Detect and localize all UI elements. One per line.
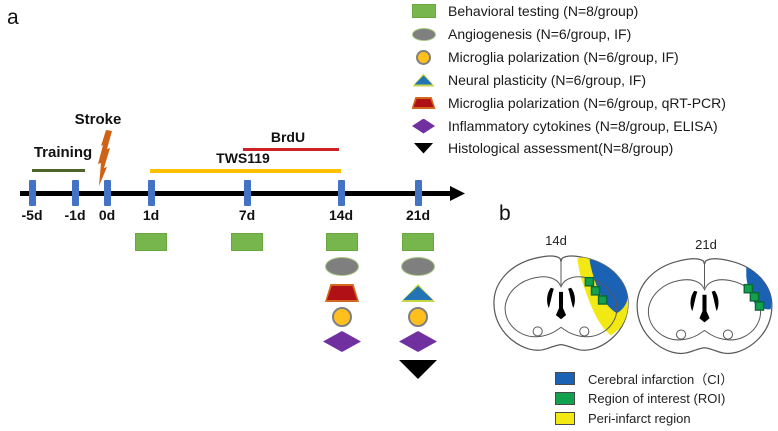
b-legend-label: Peri-infarct region bbox=[588, 410, 691, 426]
anterior-commissure-right bbox=[579, 326, 590, 337]
legend-label: Microglia polarization (N=6/group, IF) bbox=[448, 49, 679, 65]
panel-b-label: b bbox=[499, 202, 511, 225]
microglia-qrtpcr-marker-14d bbox=[325, 284, 359, 302]
b-legend-row-ci: Cerebral infarction（CI） bbox=[555, 371, 734, 387]
b-legend-label: Region of interest (ROI) bbox=[588, 390, 726, 406]
legend-row-histology: Histological assessment(N=8/group) bbox=[410, 139, 673, 157]
legend-label: Inflammatory cytokines (N=8/group, ELISA… bbox=[448, 118, 718, 134]
neural-plasticity-marker-21d bbox=[401, 284, 435, 302]
blue-square-icon bbox=[555, 371, 575, 385]
brain-section-14d bbox=[493, 255, 629, 351]
blue-triangle-icon bbox=[410, 73, 437, 87]
legend-row-cytokines: Inflammatory cytokines (N=8/group, ELISA… bbox=[410, 117, 718, 135]
legend-row-microglia-if: Microglia polarization (N=6/group, IF) bbox=[410, 48, 679, 66]
tick-label: 0d bbox=[98, 207, 116, 223]
legend-row-behavioral: Behavioral testing (N=8/group) bbox=[410, 2, 638, 20]
tick-1d bbox=[148, 180, 155, 206]
brain-section-21d bbox=[636, 258, 773, 355]
stroke-label: Stroke bbox=[74, 111, 122, 128]
gray-ellipse-icon bbox=[410, 27, 437, 41]
tws119-label: TWS119 bbox=[216, 150, 270, 166]
yellow-circle-icon bbox=[410, 49, 437, 65]
behavioral-testing-marker-14d bbox=[326, 233, 358, 251]
anterior-commissure-left bbox=[675, 329, 687, 340]
microglia-if-marker-14d bbox=[332, 307, 352, 327]
behavioral-testing-marker-7d bbox=[231, 233, 263, 251]
tick-label: 1d bbox=[142, 207, 160, 223]
b-legend-label: Cerebral infarction（CI） bbox=[588, 371, 734, 387]
brain-inner-contour bbox=[504, 276, 618, 338]
black-triangle-down-icon bbox=[410, 142, 437, 154]
angiogenesis-marker-21d bbox=[401, 257, 435, 276]
behavioral-testing-marker-21d bbox=[402, 233, 434, 251]
tick-label: -1d bbox=[64, 207, 86, 223]
training-period-line bbox=[32, 169, 85, 172]
timeline-arrowhead-icon bbox=[450, 186, 465, 201]
training-label: Training bbox=[33, 144, 93, 161]
brdu-period-line bbox=[243, 148, 339, 151]
b-legend-row-roi: Region of interest (ROI) bbox=[555, 390, 726, 406]
tick-7d bbox=[244, 180, 251, 206]
b-legend-row-peri: Peri-infarct region bbox=[555, 410, 691, 426]
anterior-commissure-left bbox=[532, 326, 543, 337]
purple-diamond-icon bbox=[410, 118, 437, 134]
histology-marker-21d bbox=[399, 360, 437, 379]
ventricle-right bbox=[711, 290, 719, 312]
brain-section-21d-label: 21d bbox=[695, 237, 717, 252]
tick-label: 7d bbox=[238, 207, 256, 223]
ventricle-right bbox=[568, 287, 575, 309]
panel-a-label: a bbox=[7, 6, 19, 29]
tick-label: 14d bbox=[328, 207, 354, 223]
tick-21d bbox=[415, 180, 422, 206]
legend-row-neural-plasticity: Neural plasticity (N=6/group, IF) bbox=[410, 71, 646, 89]
roi-square bbox=[749, 292, 760, 302]
lightning-bolt-icon bbox=[98, 130, 112, 186]
ventricle-left bbox=[690, 290, 698, 312]
legend-label: Behavioral testing (N=8/group) bbox=[448, 3, 639, 19]
legend-label: Angiogenesis (N=6/group, IF) bbox=[448, 26, 632, 42]
brdu-label: BrdU bbox=[270, 129, 306, 145]
ventricle-central bbox=[555, 291, 567, 320]
tick-0d bbox=[104, 180, 111, 206]
green-rect-icon bbox=[410, 4, 437, 18]
tws119-period-line bbox=[150, 169, 341, 173]
ventricle-central bbox=[699, 294, 710, 323]
legend-label: Microglia polarization (N=6/group, qRT-P… bbox=[448, 95, 726, 111]
legend-label: Histological assessment(N=8/group) bbox=[448, 140, 674, 156]
cytokines-marker-14d bbox=[323, 331, 361, 352]
roi-square bbox=[584, 276, 595, 287]
tick-label: 21d bbox=[405, 207, 431, 223]
roi-square bbox=[754, 301, 765, 311]
yellow-square-icon bbox=[555, 411, 575, 425]
legend-label: Neural plasticity (N=6/group, IF) bbox=[448, 72, 647, 88]
tick-minus5d bbox=[29, 180, 36, 206]
brain-section-14d-label: 14d bbox=[545, 233, 567, 248]
timeline-axis bbox=[20, 191, 452, 196]
green-square-icon bbox=[555, 391, 575, 405]
tick-14d bbox=[338, 180, 345, 206]
tick-label: -5d bbox=[21, 207, 43, 223]
tick-minus1d bbox=[72, 180, 79, 206]
roi-square bbox=[597, 295, 608, 305]
anterior-commissure-right bbox=[722, 329, 734, 340]
microglia-if-marker-21d bbox=[408, 307, 428, 327]
behavioral-testing-marker-1d bbox=[135, 233, 167, 251]
ventricle-left bbox=[547, 287, 554, 309]
legend-row-angiogenesis: Angiogenesis (N=6/group, IF) bbox=[410, 25, 631, 43]
angiogenesis-marker-14d bbox=[325, 257, 359, 276]
legend-row-microglia-qrtpcr: Microglia polarization (N=6/group, qRT-P… bbox=[410, 94, 726, 112]
red-trapezoid-icon bbox=[410, 97, 437, 109]
cytokines-marker-21d bbox=[399, 331, 437, 352]
roi-square bbox=[590, 286, 601, 296]
roi-square bbox=[743, 283, 754, 294]
